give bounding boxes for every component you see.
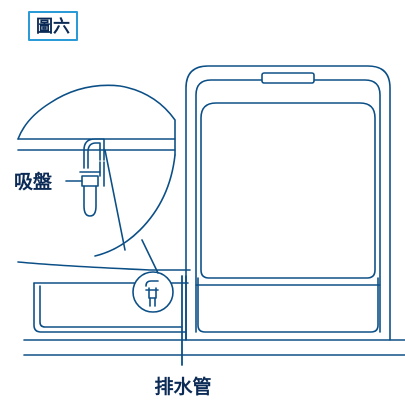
magnified-view <box>17 84 176 257</box>
drain-pipe-label: 排水管 <box>154 375 211 398</box>
figure-tag-box <box>28 11 78 41</box>
counter-lines <box>17 261 405 356</box>
figure-tag: 圖六 <box>36 16 70 37</box>
suction-cup-label: 吸盤 <box>14 170 53 193</box>
magnify-leader-line <box>141 239 159 274</box>
detail-marker-circle <box>132 271 174 313</box>
dishwasher <box>185 65 391 341</box>
